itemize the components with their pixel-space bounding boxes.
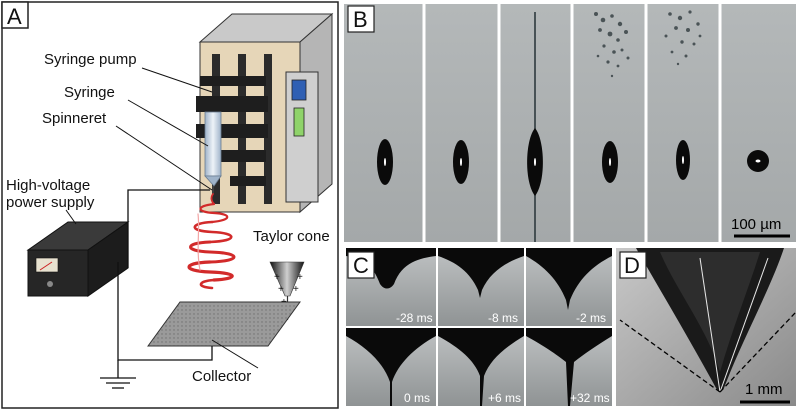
panel-a-tag: A: [7, 4, 22, 29]
panel-d-tag: D: [624, 253, 640, 278]
fiber-jet: [187, 193, 236, 290]
panel-d-scale-label: 1 mm: [745, 381, 783, 398]
hv-supply-label-line2: power supply: [6, 194, 95, 211]
panel-c: C -28 ms -8 ms -2 ms 0 ms +6 ms +32 ms: [346, 248, 612, 406]
charge-plus-icon: +: [278, 284, 284, 295]
panel-b-tag-box: [347, 5, 375, 33]
charge-plus-icon: +: [293, 284, 299, 295]
syringe-label: Syringe: [64, 84, 115, 101]
panel-d: D 1 mm: [616, 248, 797, 406]
syringe-pump: [196, 12, 334, 214]
panel-b-droplets: [377, 12, 769, 242]
syringe: [204, 111, 222, 194]
panel-a: A: [1, 1, 339, 409]
pump-keypad-icon: [291, 79, 307, 101]
collector-plate: [147, 301, 301, 347]
charge-plus-icon: +: [297, 272, 303, 283]
timestamp: -28 ms: [396, 311, 433, 325]
timestamp: -2 ms: [576, 311, 606, 325]
leader-lines: [65, 67, 259, 369]
panel-d-tag-box: [619, 251, 647, 279]
panel-a-tag-box: [1, 1, 29, 29]
panel-b-tag: B: [353, 7, 368, 32]
wiring: [100, 189, 213, 389]
panel-c-tag: C: [353, 253, 369, 278]
panel-c-tag-box: [347, 251, 375, 279]
timestamp: +32 ms: [570, 391, 610, 405]
spray-particles: [594, 10, 702, 78]
panel-c-menisci: [346, 248, 612, 406]
timestamp: -8 ms: [488, 311, 518, 325]
taylor-cone-label: Taylor cone: [253, 228, 330, 245]
panel-b-dividers: [422, 4, 722, 242]
collector-label: Collector: [192, 368, 251, 385]
timestamp: +6 ms: [488, 391, 521, 405]
panel-b-scale-label: 100 µm: [731, 216, 781, 233]
syringe-pump-label: Syringe pump: [44, 51, 137, 68]
panel-b: B 100 µm: [344, 4, 796, 242]
hv-supply-label-line1: High-voltage: [6, 177, 90, 194]
high-voltage-supply: [26, 221, 130, 297]
pump-display-icon: [293, 107, 305, 137]
timestamp: 0 ms: [404, 391, 430, 405]
spinneret-label: Spinneret: [42, 110, 107, 127]
cone-envelope-lines: [619, 311, 797, 393]
dial-knob-icon: [47, 281, 53, 287]
charge-plus-icon: +: [274, 272, 280, 283]
cone-angle-lines: [699, 257, 769, 393]
panel-b-frame: [344, 4, 796, 242]
